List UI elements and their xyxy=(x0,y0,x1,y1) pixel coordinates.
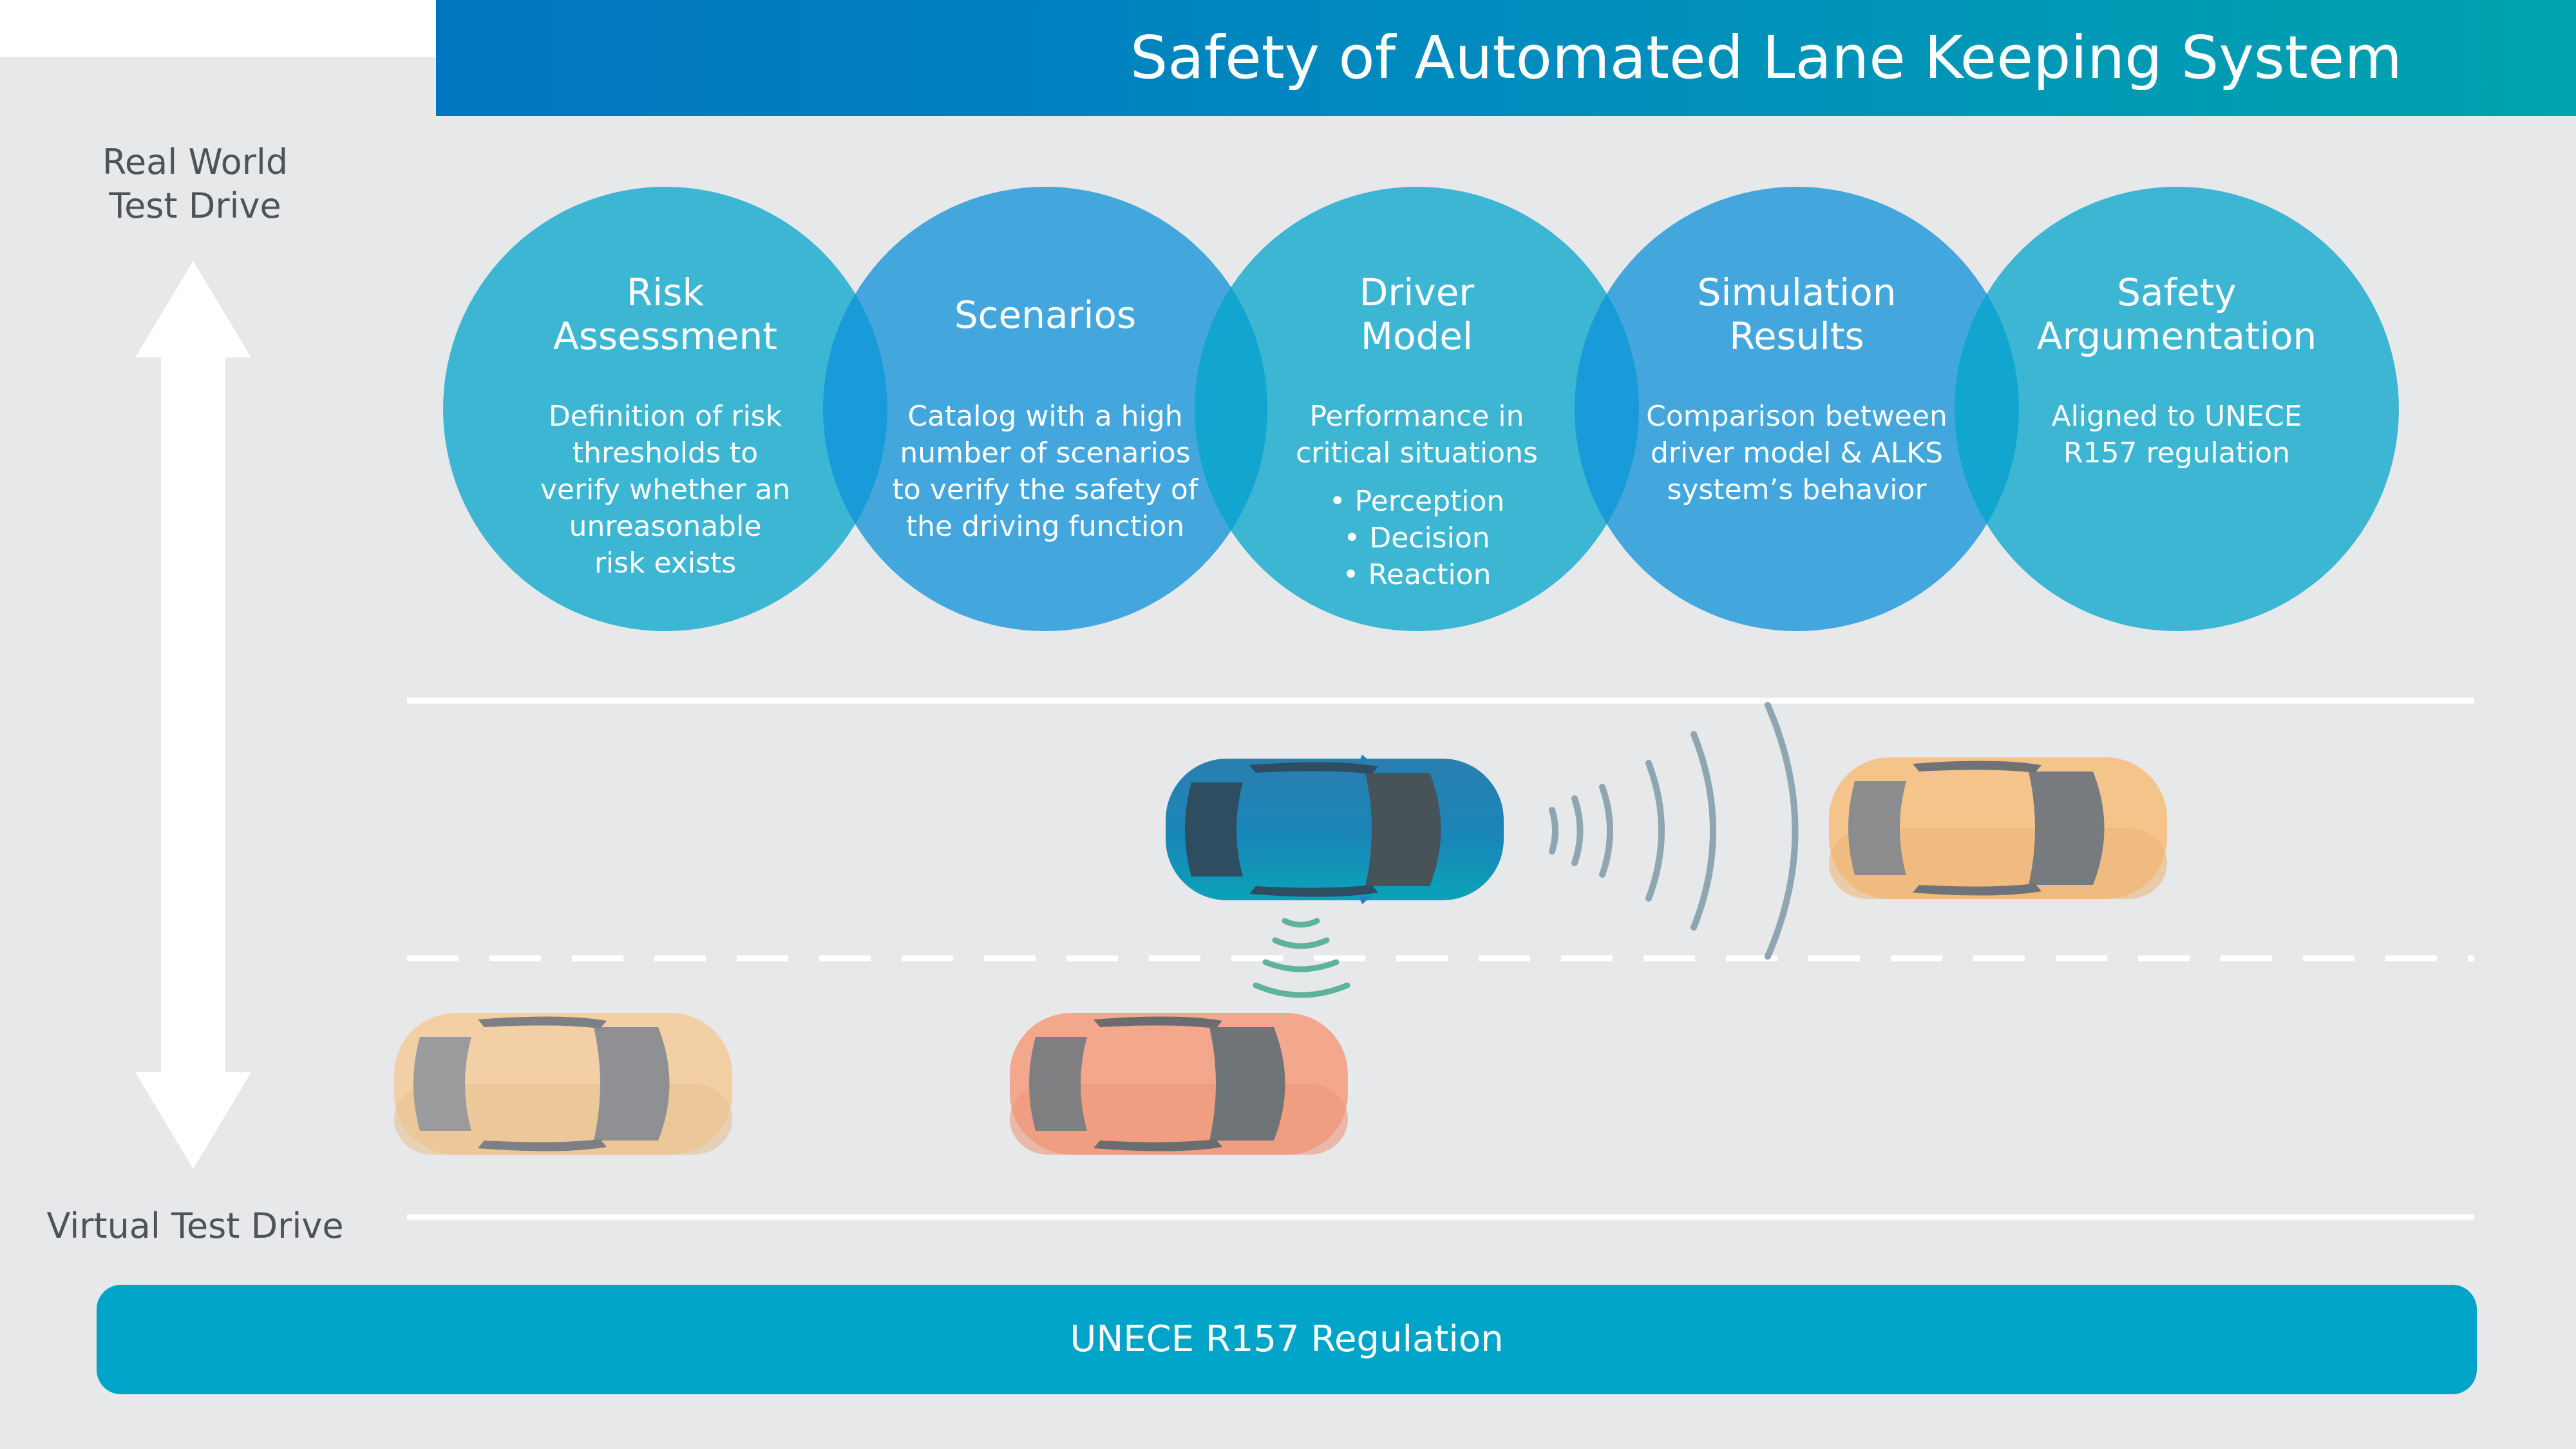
step-risk-assessment: Risk Assessment Definition of risk thres… xyxy=(443,187,887,631)
front-sensor-waves-icon xyxy=(1549,702,1799,960)
bullet-item: Perception xyxy=(1195,483,1639,520)
ego-car xyxy=(1166,755,1504,904)
lead-car xyxy=(1829,757,2167,899)
step-description: Definition of risk thresholds to verify … xyxy=(540,400,791,580)
side-sensor-waves-icon xyxy=(1253,918,1350,998)
adjacent-car-salmon xyxy=(1010,1013,1348,1155)
regulation-label: UNECE R157 Regulation xyxy=(1070,1318,1504,1360)
step-simulation-results: Simulation Results Comparison between dr… xyxy=(1575,187,2019,631)
bullet-item: Decision xyxy=(1195,520,1639,556)
step-title: Scenarios xyxy=(954,293,1137,337)
page-title: Safety of Automated Lane Keeping System xyxy=(1130,23,2402,92)
driver-model-bullets: Perception Decision Reaction xyxy=(1195,483,1639,593)
step-description: Performance in critical situations xyxy=(1296,400,1538,469)
step-scenarios: Scenarios Catalog with a high number of … xyxy=(823,187,1267,631)
step-description: Aligned to UNECE R157 regulation xyxy=(2051,400,2302,469)
title-bar: Safety of Automated Lane Keeping System xyxy=(436,0,2576,116)
step-safety-argumentation: Safety Argumentation Aligned to UNECE R1… xyxy=(1955,187,2399,631)
vertical-double-arrow-icon xyxy=(135,261,251,1169)
rear-car-beige xyxy=(394,1013,732,1155)
step-description: Catalog with a high number of scenarios … xyxy=(892,400,1198,543)
step-title: Driver Model xyxy=(1359,270,1475,358)
axis-bottom-label: Virtual Test Drive xyxy=(46,1206,344,1246)
step-title: Safety Argumentation xyxy=(2036,270,2317,358)
step-title: Simulation Results xyxy=(1697,270,1897,358)
step-description: Comparison between driver model & ALKS s… xyxy=(1646,400,1947,506)
bullet-item: Reaction xyxy=(1195,556,1639,593)
step-driver-model: Driver Model Performance in critical sit… xyxy=(1195,187,1639,631)
top-left-blank xyxy=(0,0,436,57)
regulation-bar: UNECE R157 Regulation xyxy=(97,1285,2477,1394)
axis-top-label: Real World Test Drive xyxy=(102,142,289,226)
step-title: Risk Assessment xyxy=(553,270,777,358)
